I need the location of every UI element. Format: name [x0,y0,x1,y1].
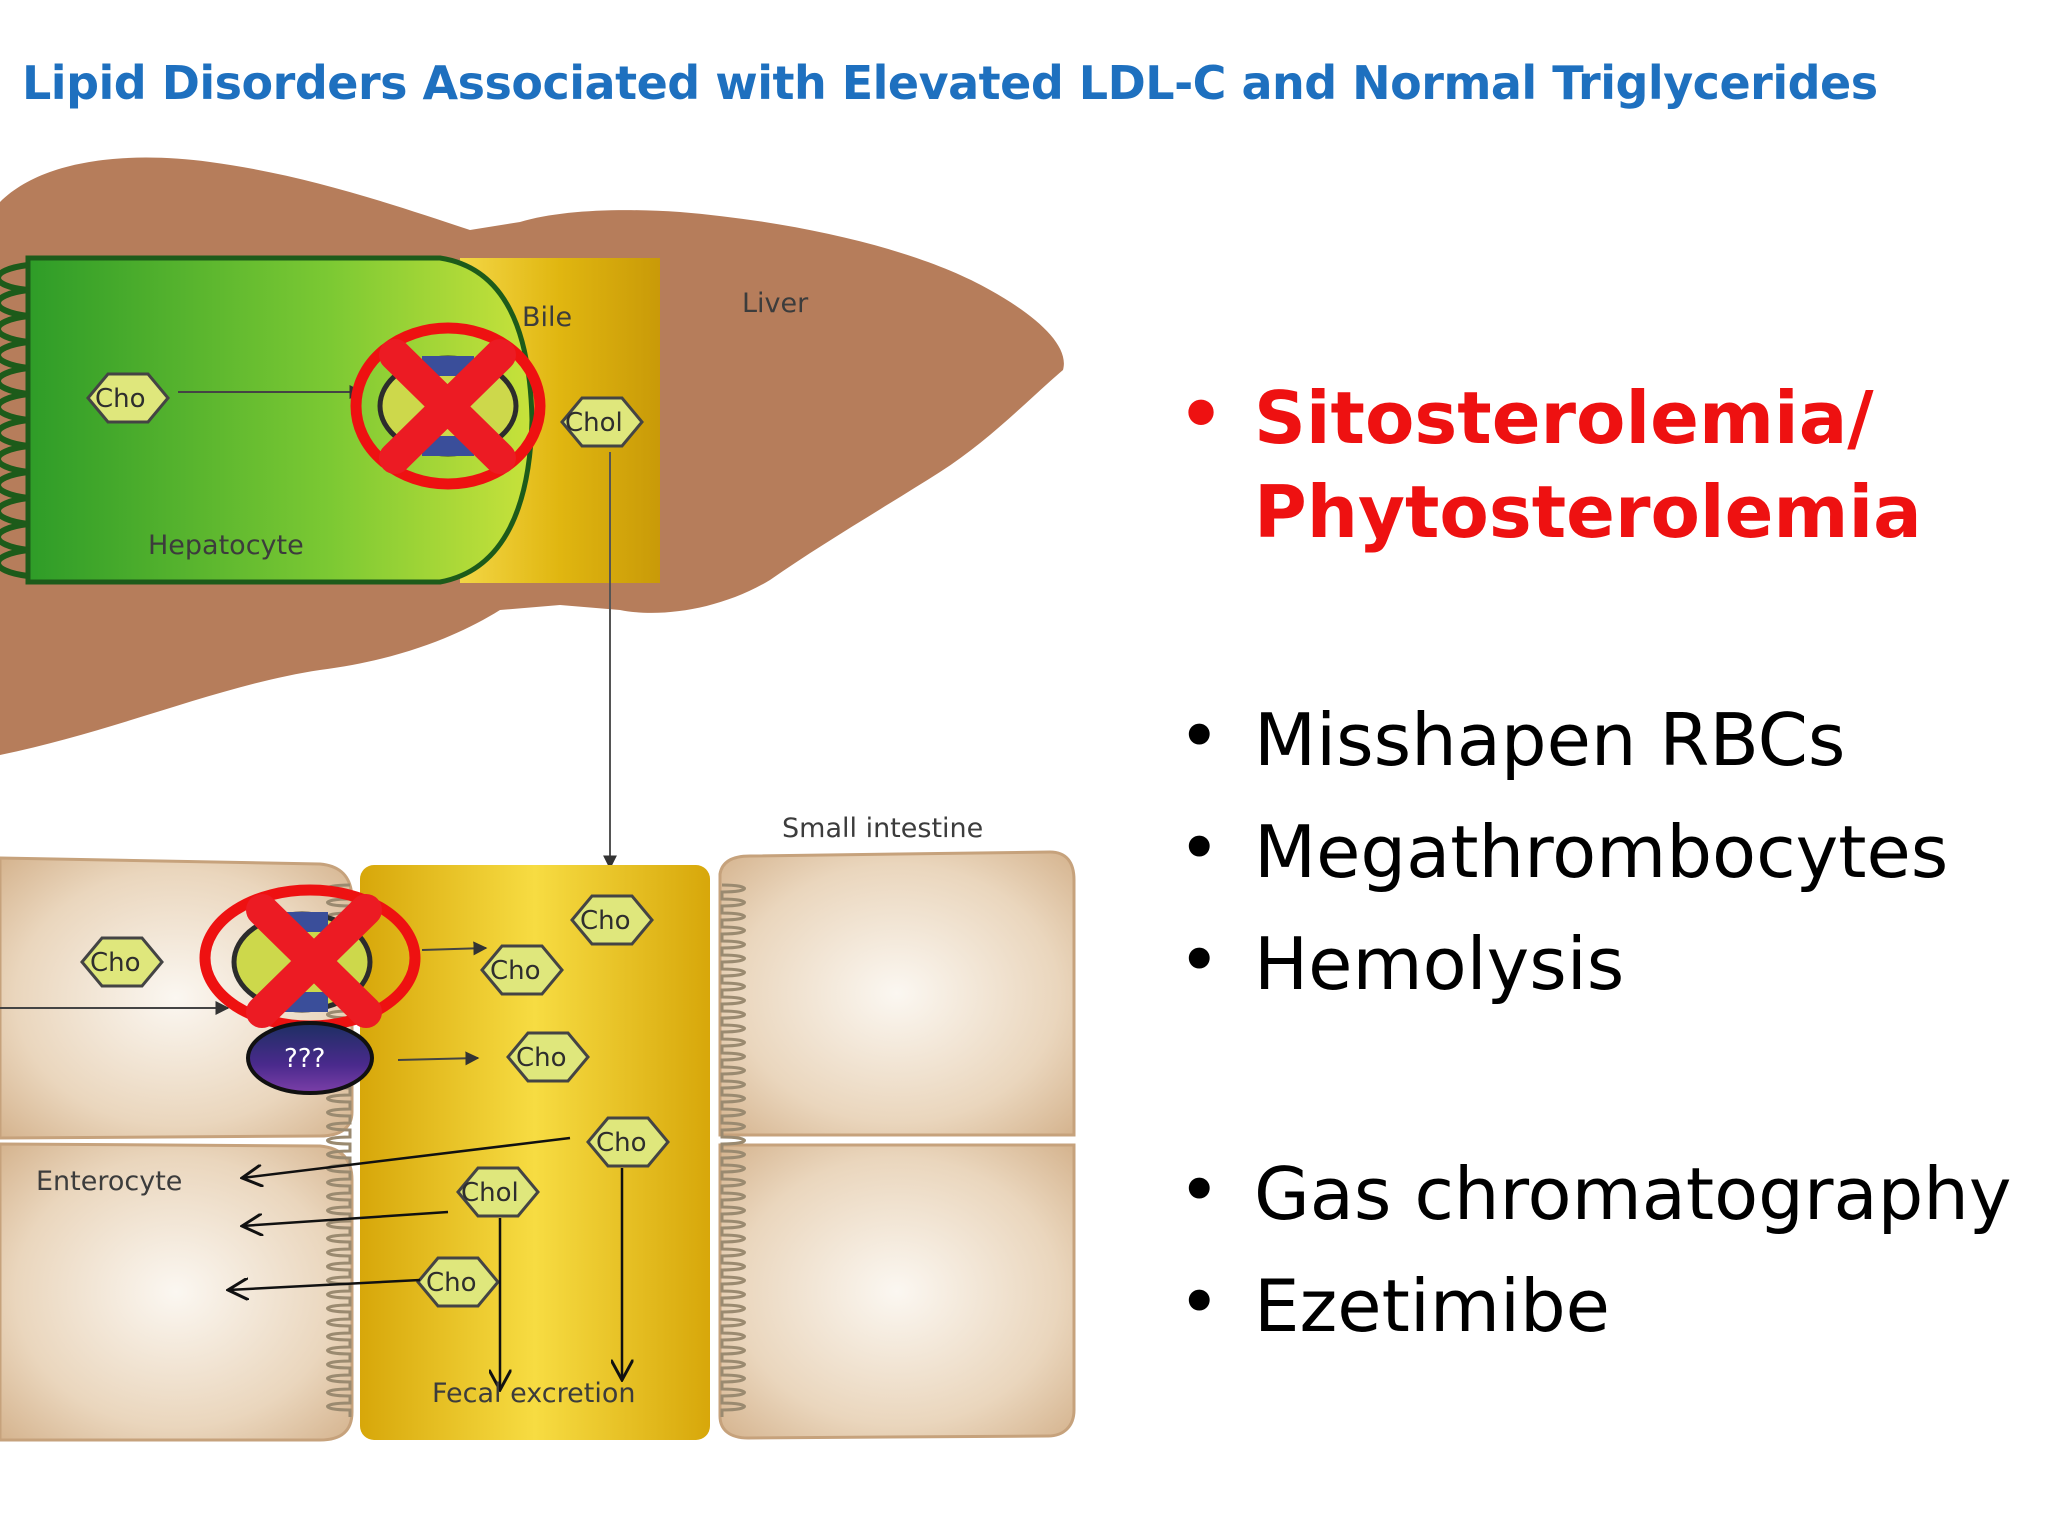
slide-title: Lipid Disorders Associated with Elevated… [22,56,1878,110]
enterocyte-cell [718,850,1076,1137]
bullet-sitosterolemia: • Sitosterolemia/Phytosterolemia [1170,372,1922,559]
svg-text:Cho: Cho [516,1043,567,1073]
efflux-arrow [242,1210,449,1226]
bullet-dot: • [1178,372,1225,456]
bullet-ezetimibe: • Ezetimibe [1170,1260,1610,1354]
svg-text:Cho: Cho [95,384,146,414]
efflux-arrow [242,1136,571,1178]
bullet-gas-chromatography: • Gas chromatography [1170,1148,2012,1242]
efflux-arrow [228,1280,421,1290]
bullet-text: Megathrombocytes [1254,810,1949,894]
unknown-transporter: ??? [246,1021,374,1095]
cholesterol-molecule: Cho [86,372,170,424]
cholesterol-molecule: Cho [570,894,654,946]
cholesterol-molecule: Cho [480,944,564,996]
sterol-transport-diagram: Liver Bile Hepatocyte Cho Chol Small int… [0,157,1076,1442]
bullet-dot: • [1178,1148,1221,1232]
block-x-icon [246,894,382,1028]
bullet-list: • Sitosterolemia/Phytosterolemia • Missh… [1170,0,2030,1536]
fecal-excretion-label: Fecal excretion [432,1378,635,1409]
svg-text:???: ??? [284,1044,325,1074]
bullet-dot: • [1178,694,1221,778]
block-x-icon [379,339,516,474]
bullet-hemolysis: • Hemolysis [1170,918,1624,1012]
svg-text:Cho: Cho [580,906,631,936]
svg-text:Cho: Cho [490,956,541,986]
svg-text:Chol: Chol [461,1178,519,1208]
cholesterol-molecule: Cho [416,1256,500,1308]
bullet-megathrombocytes: • Megathrombocytes [1170,806,1948,900]
hepatocyte-label: Hepatocyte [148,530,304,561]
hepatocyte-microvilli [0,262,29,579]
enterocyte-cell [0,1142,354,1442]
svg-text:Cho: Cho [426,1268,477,1298]
bullet-text: Misshapen RBCs [1254,698,1846,782]
svg-text:Cho: Cho [596,1128,647,1158]
bullet-dot: • [1178,918,1221,1002]
sitosterolemia-text: Sitosterolemia/Phytosterolemia [1254,376,1922,554]
microvilli-right [720,883,746,1417]
cholesterol-molecule: Chol [456,1166,540,1218]
cholesterol-molecule: Chol [560,396,644,448]
bullet-dot: • [1178,1260,1221,1344]
cholesterol-molecule: Cho [586,1116,670,1168]
bullet-text: Gas chromatography [1254,1152,2012,1236]
cholesterol-molecule: Cho [506,1031,590,1083]
enterocyte-label: Enterocyte [36,1166,182,1197]
svg-text:Cho: Cho [90,948,141,978]
blocked-transporter-intestine [199,884,421,1032]
bile-label: Bile [522,302,572,333]
transport-arrow [397,1051,480,1066]
cholesterol-molecule: Cho [80,936,164,988]
small-intestine-label: Small intestine [782,813,983,844]
blocked-transporter-liver [350,322,546,490]
liver-label: Liver [742,288,809,319]
bullet-text: Hemolysis [1254,922,1625,1006]
bullet-misshapen-rbcs: • Misshapen RBCs [1170,694,1845,788]
bullet-dot: • [1178,806,1221,890]
svg-text:Chol: Chol [565,408,623,438]
transport-arrow [421,941,488,956]
bullet-text: Ezetimibe [1254,1264,1610,1348]
enterocyte-cell [718,1143,1076,1440]
